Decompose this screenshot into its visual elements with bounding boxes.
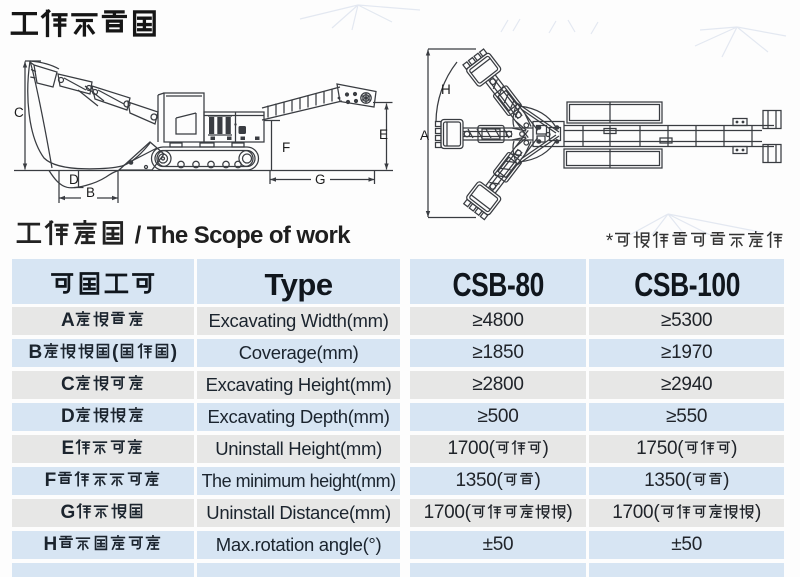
svg-text:F: F xyxy=(282,140,290,155)
svg-text:C: C xyxy=(14,105,24,120)
svg-text:B: B xyxy=(86,185,95,200)
svg-text:A: A xyxy=(420,128,429,143)
svg-text:H: H xyxy=(441,82,451,97)
svg-text:G: G xyxy=(315,172,326,187)
svg-text:E: E xyxy=(379,127,388,142)
svg-text:D: D xyxy=(69,172,79,187)
